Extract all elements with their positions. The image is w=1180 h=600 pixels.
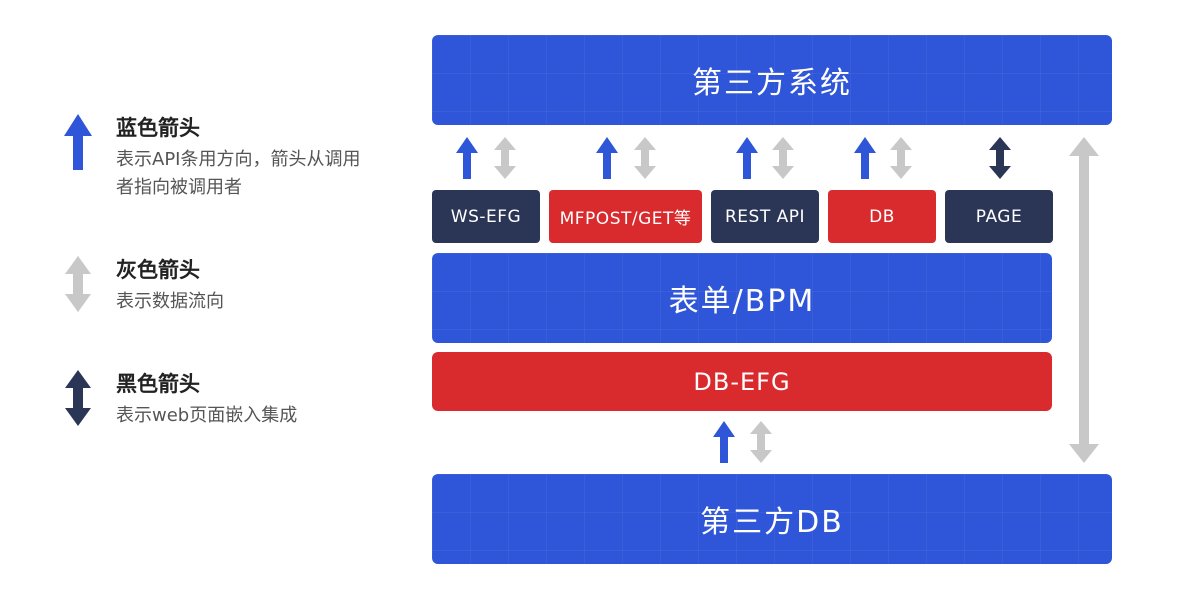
blue-up-arrow-icon [736,137,758,179]
legend-title: 黑色箭头 [116,372,200,396]
blue-up-arrow-icon [713,421,735,463]
interface-label: DB [869,206,895,227]
interface-label: PAGE [975,206,1023,227]
legend-description: 表示web页面嵌入集成 [116,405,298,426]
gray-double-arrow-icon [634,137,656,179]
interface-label: MFPOST/GET等 [559,209,692,229]
black-double-arrow-icon [989,137,1011,179]
third-party-db-box: 第三方DB [432,474,1112,564]
third-party-system-label: 第三方系统 [692,66,852,101]
interface-ws-efg: WS-EFG [432,190,540,243]
legend-description: 表示数据流向 [116,291,224,312]
gray-double-arrow-icon [1069,137,1099,463]
legend-title: 蓝色箭头 [116,116,200,140]
blue-up-arrow-icon [456,137,478,179]
gray-double-arrow-icon [65,256,91,312]
interface-page: PAGE [945,190,1053,243]
interface-mfpost-get: MFPOST/GET等 [549,190,702,243]
interface-label: WS-EFG [450,206,522,227]
blue-up-arrow-icon [596,137,618,179]
blue-up-arrow-icon [64,114,92,170]
third-party-system-box: 第三方系统 [432,35,1112,125]
blue-up-arrow-icon [854,137,876,179]
gray-double-arrow-icon [890,137,912,179]
db-efg-label: DB-EFG [693,367,791,396]
interface-rest-api: REST API [711,190,819,243]
legend-title: 灰色箭头 [116,258,200,282]
third-party-db-label: 第三方DB [700,505,844,540]
form-bpm-box: 表单/BPM [432,253,1052,343]
gray-double-arrow-icon [772,137,794,179]
db-efg-box: DB-EFG [432,352,1052,411]
gray-double-arrow-icon [494,137,516,179]
interface-label: REST API [724,206,806,227]
gray-double-arrow-icon [750,421,772,463]
black-double-arrow-icon [65,370,91,426]
form-bpm-label: 表单/BPM [668,284,816,319]
interface-db: DB [828,190,936,243]
legend-blue-arrow: 蓝色箭头 表示API条用方向，箭头从调用者指向被调用者 [62,112,382,202]
legend-black-arrow: 黑色箭头 表示web页面嵌入集成 [62,368,382,438]
legend-gray-arrow: 灰色箭头 表示数据流向 [62,254,382,324]
legend-description: 表示API条用方向，箭头从调用者指向被调用者 [116,149,361,198]
